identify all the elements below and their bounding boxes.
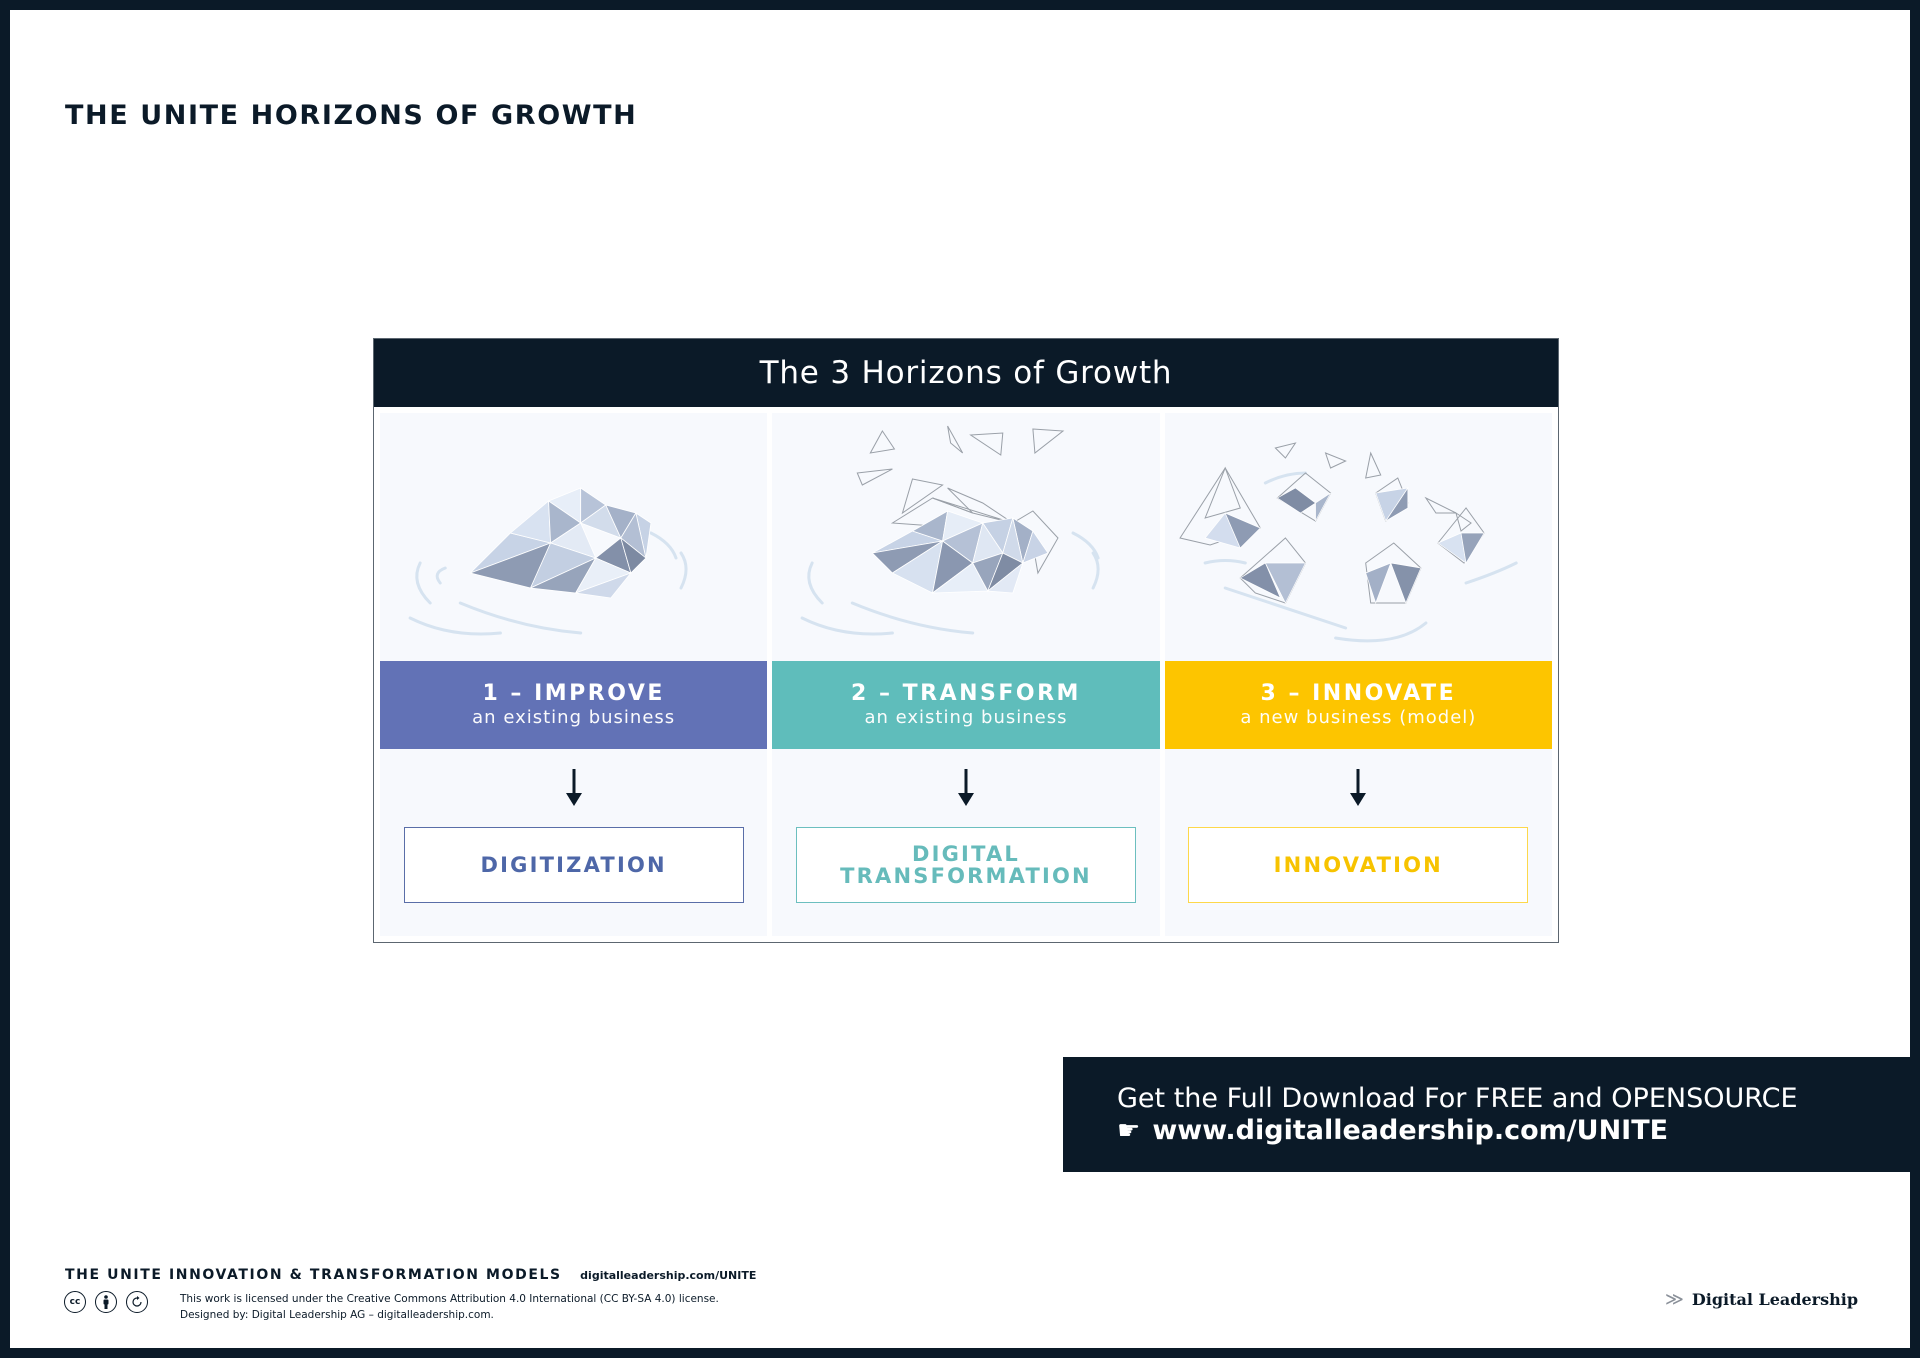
- horizon-subtitle: an existing business: [472, 707, 676, 729]
- horizon-column-innovate: 3 – INNOVATE a new business (model) INNO…: [1164, 413, 1552, 936]
- result-box-digital-transformation: DIGITAL TRANSFORMATION: [795, 827, 1136, 903]
- result-label-line1: DIGITAL: [911, 841, 1020, 866]
- horizon-subtitle: a new business (model): [1240, 707, 1477, 729]
- result-label-line2: TRANSFORMATION: [840, 864, 1092, 888]
- attribution-icon: [95, 1291, 117, 1313]
- horizon-band-transform: 2 – TRANSFORM an existing business: [772, 661, 1160, 749]
- horizons-diagram: The 3 Horizons of Growth: [373, 338, 1559, 943]
- cta-headline: Get the Full Download For FREE and OPENS…: [1117, 1083, 1798, 1114]
- designed-by: Designed by: Digital Leadership AG – dig…: [180, 1309, 494, 1321]
- horizon-title: 2 – TRANSFORM: [851, 681, 1081, 706]
- footer-brand: THE UNITE INNOVATION & TRANSFORMATION MO…: [65, 1267, 756, 1283]
- result-label: DIGITIZATION: [480, 852, 667, 877]
- license-statement: This work is licensed under the Creative…: [180, 1293, 719, 1305]
- arrow-down-icon: [772, 749, 1159, 827]
- breaking-iceberg-icon: [772, 413, 1159, 661]
- arrow-down-icon: [380, 749, 767, 827]
- diagram-header: The 3 Horizons of Growth: [374, 339, 1558, 407]
- horizon-column-improve: 1 – IMPROVE an existing business DIGITIZ…: [380, 413, 768, 936]
- cta-url-link[interactable]: www.digitalleadership.com/UNITE: [1152, 1115, 1669, 1146]
- pointing-hand-icon: ☛: [1117, 1116, 1141, 1146]
- horizon-subtitle: an existing business: [864, 707, 1068, 729]
- horizon-band-innovate: 3 – INNOVATE a new business (model): [1164, 661, 1552, 749]
- page: THE UNITE HORIZONS OF GROWTH The 3 Horiz…: [10, 10, 1910, 1348]
- arrow-down-icon: [1165, 749, 1552, 827]
- horizon-title: 3 – INNOVATE: [1260, 681, 1457, 706]
- digital-leadership-logo: ≫ Digital Leadership: [1665, 1289, 1858, 1310]
- horizon-band-improve: 1 – IMPROVE an existing business: [380, 661, 768, 749]
- horizon-column-transform: 2 – TRANSFORM an existing business DIGIT…: [772, 413, 1160, 936]
- footer-brand-title: THE UNITE INNOVATION & TRANSFORMATION MO…: [65, 1267, 562, 1283]
- result-label: INNOVATION: [1273, 852, 1443, 877]
- license-icons: cc: [64, 1291, 148, 1313]
- result-box-digitization: DIGITIZATION: [403, 827, 744, 903]
- download-banner[interactable]: Get the Full Download For FREE and OPENS…: [1063, 1057, 1910, 1172]
- share-alike-icon: [126, 1291, 148, 1313]
- horizon-title: 1 – IMPROVE: [482, 681, 665, 706]
- license-text: This work is licensed under the Creative…: [180, 1291, 719, 1323]
- logo-text: Digital Leadership: [1691, 1290, 1858, 1309]
- cc-icon: cc: [64, 1291, 86, 1313]
- horizon-columns: 1 – IMPROVE an existing business DIGITIZ…: [380, 413, 1552, 936]
- scattered-icebergs-icon: [1165, 413, 1552, 661]
- single-iceberg-icon: [380, 413, 767, 661]
- chevron-logo-icon: ≫: [1665, 1289, 1684, 1310]
- result-box-innovation: INNOVATION: [1188, 827, 1529, 903]
- page-title: THE UNITE HORIZONS OF GROWTH: [65, 100, 638, 131]
- footer-url-link[interactable]: digitalleadership.com/UNITE: [580, 1269, 757, 1282]
